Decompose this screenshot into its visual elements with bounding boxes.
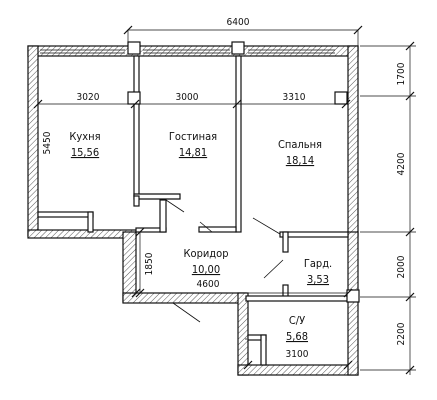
room-wardrobe-name: Гард. xyxy=(304,257,332,270)
dim-corridor-width: 4600 xyxy=(197,279,220,290)
windows xyxy=(40,49,335,54)
wall-corridor-left xyxy=(122,231,137,303)
dim-total-width: 6400 xyxy=(227,17,250,28)
dim-corridor-depth: 1850 xyxy=(144,252,155,275)
wall-bath-bottom xyxy=(237,364,359,376)
dimension-lines xyxy=(33,25,416,375)
dim-left-depth: 5450 xyxy=(42,131,53,154)
dim-right-top: 1700 xyxy=(396,62,407,85)
doors xyxy=(165,199,284,340)
partition-living-bedroom xyxy=(235,55,242,233)
room-living-name: Гостиная xyxy=(169,130,217,143)
wall-left xyxy=(27,45,39,237)
wall-top xyxy=(27,45,359,57)
dim-right-lower: 2000 xyxy=(396,255,407,278)
room-labels: Кухня 15,56 Гостиная 14,81 Спальня 18,14… xyxy=(69,130,332,343)
dim-kitchen-width: 3020 xyxy=(77,92,100,103)
wall-right-lower xyxy=(347,231,359,376)
dimension-labels: 6400 3020 3000 3310 5450 1850 4600 3100 … xyxy=(42,17,407,360)
dim-right-bottom: 2200 xyxy=(396,322,407,345)
wall-kitchen-bottom xyxy=(27,229,137,239)
room-bedroom-name: Спальня xyxy=(278,138,322,151)
wall-corridor-bottom xyxy=(122,292,247,304)
room-bathroom-area: 5,68 xyxy=(286,330,308,343)
room-kitchen-area: 15,56 xyxy=(71,146,99,159)
room-wardrobe-area: 3,53 xyxy=(307,273,329,286)
room-living-area: 14,81 xyxy=(179,146,207,159)
partition-bedroom-corridor xyxy=(279,231,349,238)
room-bedroom-area: 18,14 xyxy=(286,154,314,167)
partition-bathroom-top xyxy=(245,295,349,302)
dim-bedroom-width: 3310 xyxy=(283,92,306,103)
room-corridor-name: Коридор xyxy=(184,247,229,260)
wall-right-upper xyxy=(347,45,359,237)
dim-right-middle: 4200 xyxy=(396,152,407,175)
room-kitchen-name: Кухня xyxy=(69,130,100,143)
partition-kitchen-living xyxy=(133,55,140,197)
room-corridor-area: 10,00 xyxy=(192,263,220,276)
dim-bathroom-width: 3100 xyxy=(286,349,309,360)
wall-bath-left xyxy=(237,292,249,376)
dim-living-width: 3000 xyxy=(176,92,199,103)
room-bathroom-name: С/У xyxy=(289,314,305,327)
